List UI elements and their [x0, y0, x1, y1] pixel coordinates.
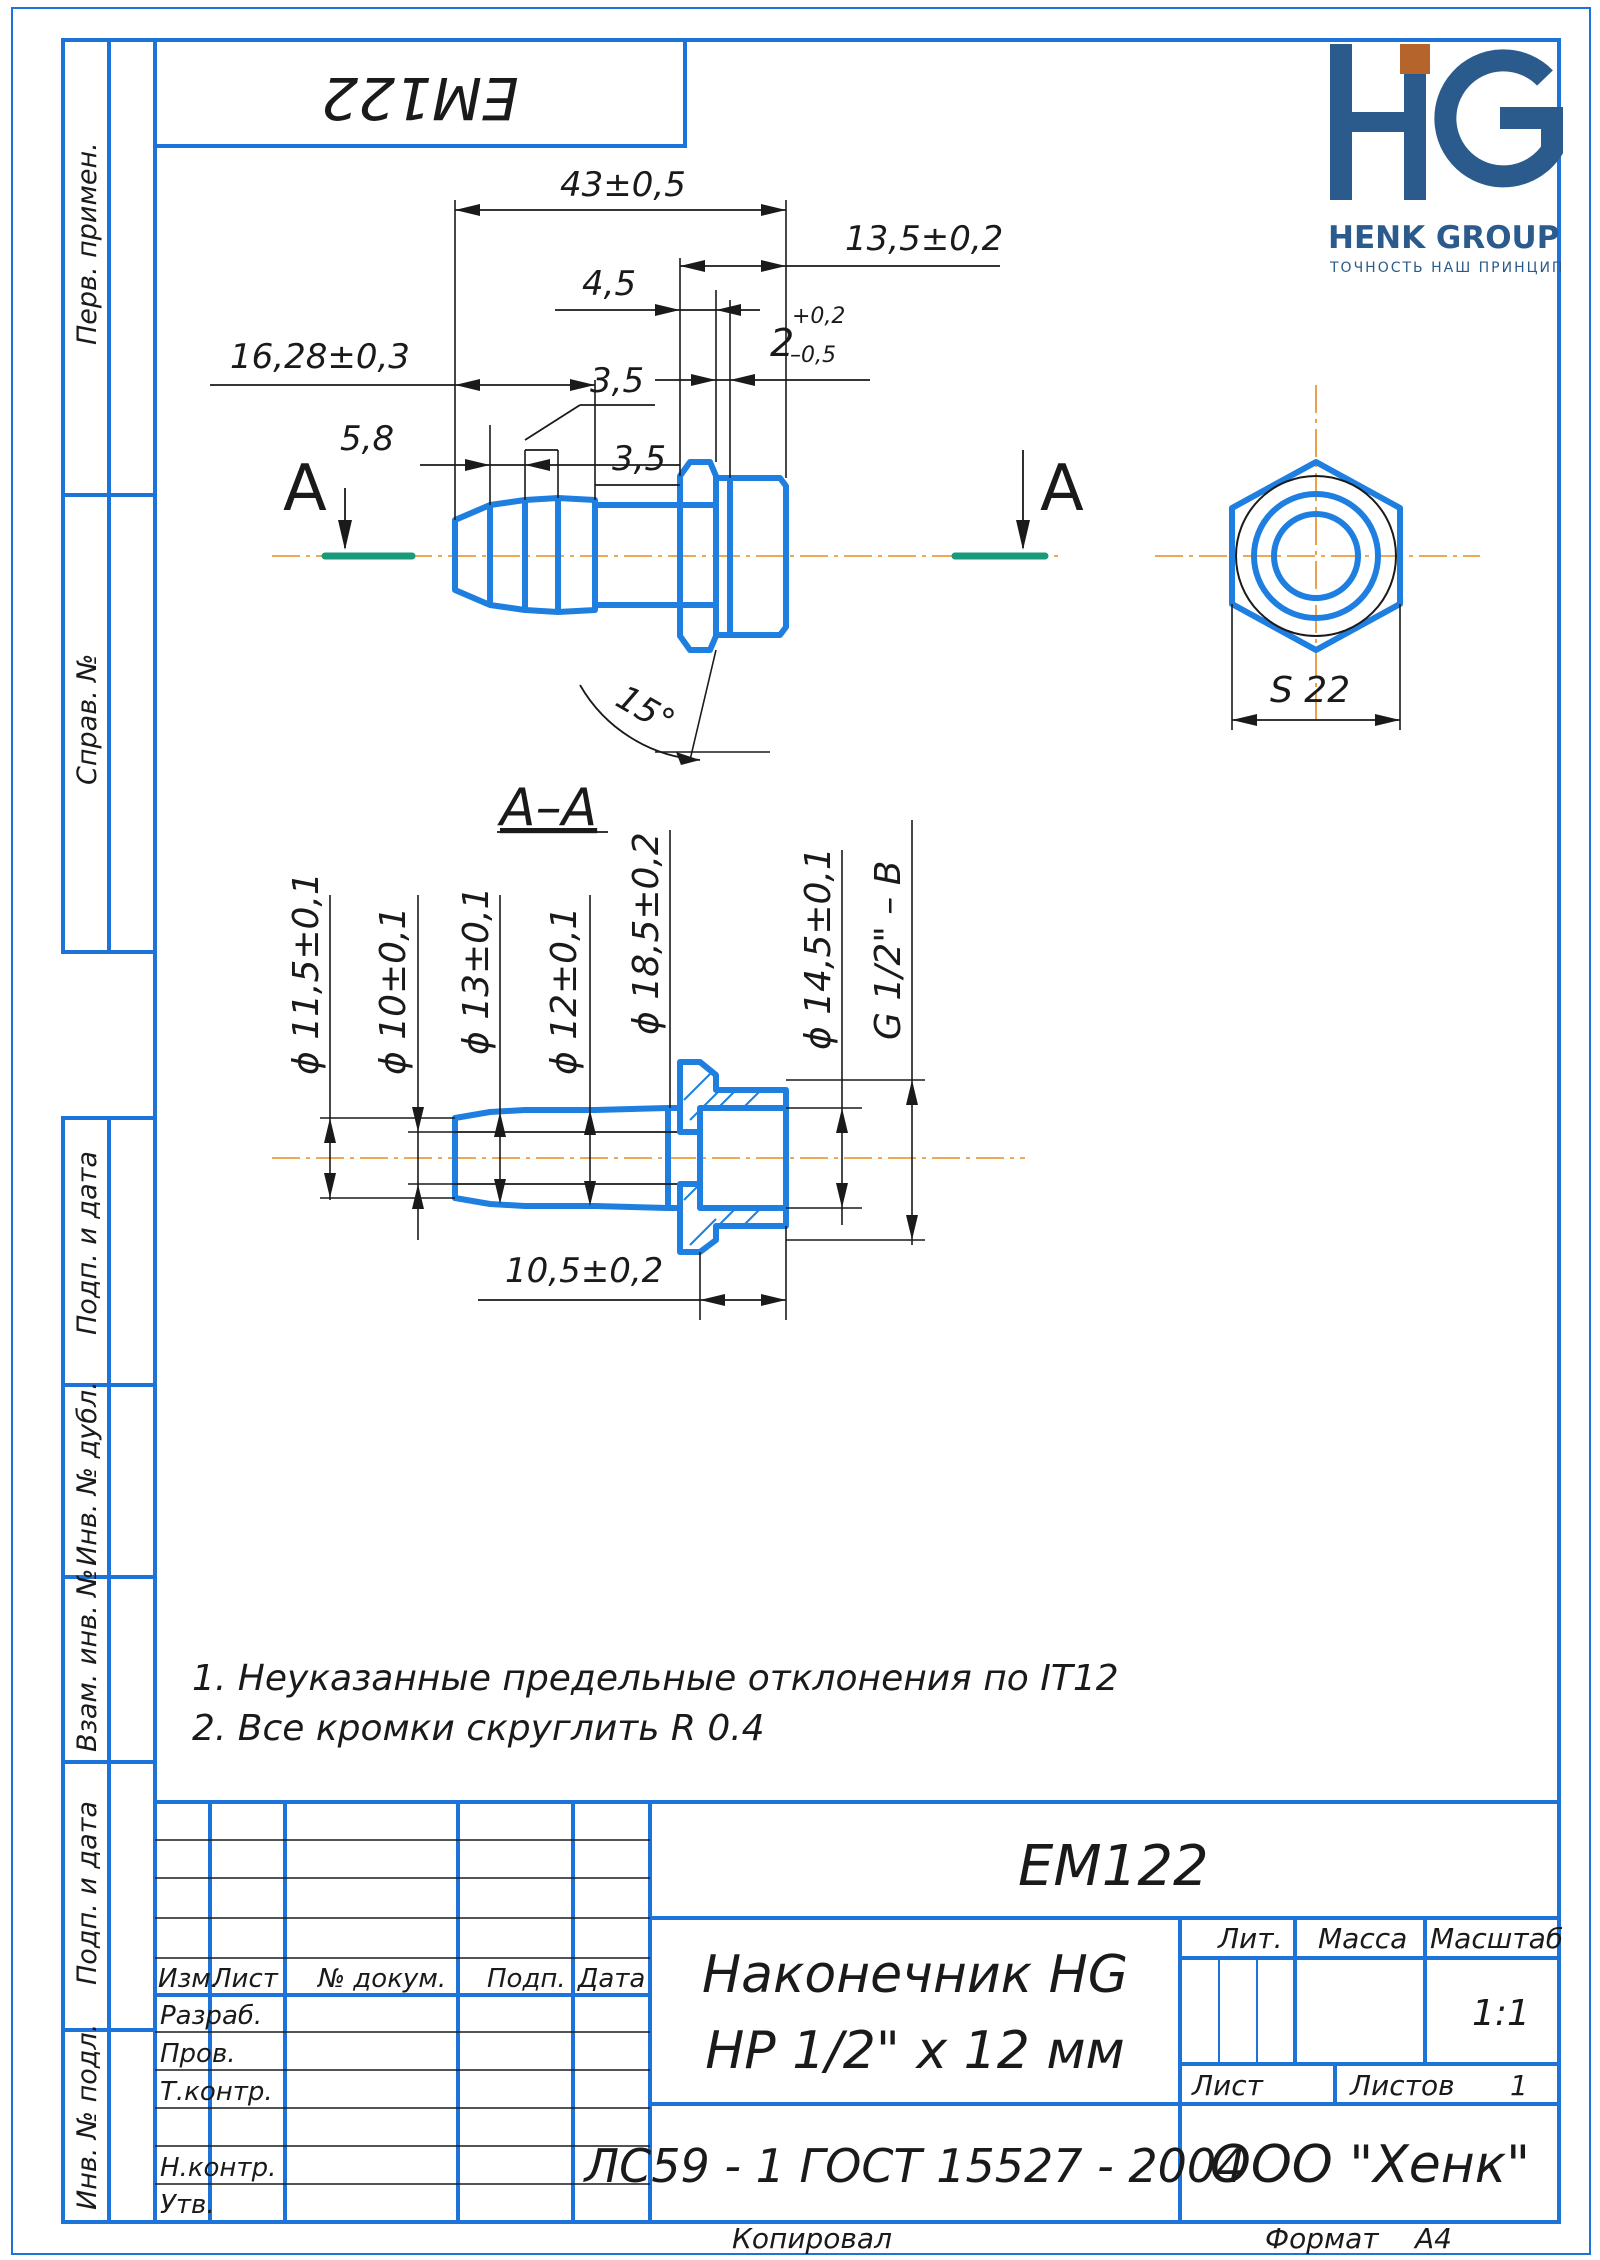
- side-label-inv-podl: Инв. № подл.: [72, 2024, 103, 2210]
- sheet-footer: Копировал Формат A4: [732, 2222, 1452, 2255]
- dim-4-5: 4,5: [582, 264, 636, 304]
- dim-phi-11-5: ϕ 11,5±0,1: [286, 872, 327, 1075]
- section-view: А–А: [272, 778, 1025, 1320]
- section-letter-right: A: [1040, 452, 1084, 526]
- side-label-inv-dubl: Инв. № дубл.: [72, 1381, 103, 1566]
- tb-scale: 1:1: [1472, 1993, 1530, 2034]
- dim-phi-12: ϕ 12±0,1: [544, 907, 585, 1075]
- dim-3-5-lower: 3,5: [612, 439, 666, 479]
- tb-doc-no: № докум.: [316, 1964, 446, 1994]
- dim-2-tol-down: –0,5: [790, 343, 836, 368]
- tb-tkontr: Т.контр.: [160, 2077, 273, 2107]
- side-label-sprav-no: Справ. №: [72, 654, 103, 785]
- tb-prov: Пров.: [160, 2039, 236, 2069]
- dim-phi-18-5: ϕ 18,5±0,2: [626, 832, 667, 1035]
- tb-listov: Листов: [1349, 2069, 1455, 2102]
- dim-phi-14-5: ϕ 14,5±0,1: [798, 847, 839, 1050]
- sheet-frame: [11, 7, 1591, 2255]
- note-2: 2. Все кромки скруглить R 0.4: [192, 1708, 765, 1749]
- tb-designation: EM122: [1018, 1834, 1209, 1899]
- tb-material: ЛС59 - 1 ГОСТ 15527 - 2004: [583, 2139, 1246, 2193]
- dim-13-5: 13,5±0,2: [845, 219, 1003, 259]
- henk-group-logo: HENK GROUP ТОЧНОСТЬ НАШ ПРИНЦИП: [1328, 44, 1564, 276]
- tb-masshtab: Масштаб: [1430, 1922, 1563, 1955]
- top-stamp-designation: EM122: [321, 64, 518, 132]
- note-1: 1. Неуказанные предельные отклонения по …: [192, 1658, 1119, 1699]
- tb-utv: Утв.: [160, 2190, 215, 2220]
- tb-lit: Лит.: [1217, 1922, 1282, 1955]
- tb-company: ООО "Хенк": [1210, 2135, 1530, 2195]
- tb-massa: Масса: [1318, 1922, 1407, 1955]
- footer-format-value: A4: [1413, 2222, 1452, 2255]
- tb-izm: Изм.: [158, 1964, 219, 1994]
- tb-razrab: Разраб.: [160, 2001, 262, 2031]
- dim-3-5-upper: 3,5: [590, 361, 644, 401]
- tb-data: Дата: [577, 1964, 645, 1994]
- logo-name: HENK GROUP: [1328, 220, 1559, 256]
- side-label-perv-primen: Перв. примен.: [72, 142, 103, 345]
- dim-2-tol-up: +0,2: [792, 304, 845, 329]
- side-view: A A 43±0,5 13,5±0,2: [210, 165, 1084, 765]
- logo-tagline: ТОЧНОСТЬ НАШ ПРИНЦИП: [1329, 260, 1564, 276]
- tb-list-col: Лист: [211, 1964, 279, 1994]
- footer-format-label: Формат: [1265, 2222, 1379, 2255]
- section-title: А–А: [497, 778, 597, 838]
- section-letter-left: A: [283, 452, 327, 526]
- side-label-podp-data: Подп. и дата: [72, 1151, 103, 1335]
- dim-phi-10: ϕ 10±0,1: [373, 907, 414, 1075]
- dim-angle-15: 15°: [609, 678, 681, 743]
- side-label-podp-data-2: Подп. и дата: [72, 1801, 103, 1985]
- footer-copied: Копировал: [732, 2222, 892, 2255]
- tb-list: Лист: [1191, 2069, 1264, 2102]
- side-label-vzam-inv: Взам. инв. №: [72, 1569, 103, 1752]
- end-view: S 22: [1155, 385, 1480, 730]
- tb-listov-value: 1: [1510, 2069, 1528, 2102]
- side-labels: Перв. примен. Справ. № Подп. и дата Инв.…: [72, 142, 103, 2210]
- dim-2: 2: [770, 321, 794, 365]
- tb-part-name-1: Наконечник HG: [702, 1945, 1128, 2005]
- dim-5-8: 5,8: [340, 419, 394, 459]
- tb-podp: Подп.: [487, 1964, 566, 1994]
- technical-notes: 1. Неуказанные предельные отклонения по …: [192, 1658, 1119, 1749]
- dim-phi-13: ϕ 13±0,1: [456, 887, 497, 1055]
- dim-hex-s22: S 22: [1270, 670, 1350, 711]
- dim-10-5: 10,5±0,2: [505, 1251, 663, 1291]
- dim-overall-length: 43±0,5: [560, 165, 686, 205]
- title-block: Изм. Лист № докум. Подп. Дата Разраб. Пр…: [155, 1800, 1563, 2222]
- dim-16-28: 16,28±0,3: [230, 337, 410, 377]
- dim-thread: G 1/2" – B: [868, 861, 909, 1040]
- tb-part-name-2: НР 1/2" х 12 мм: [705, 2021, 1125, 2081]
- tb-nkontr: Н.контр.: [160, 2153, 276, 2183]
